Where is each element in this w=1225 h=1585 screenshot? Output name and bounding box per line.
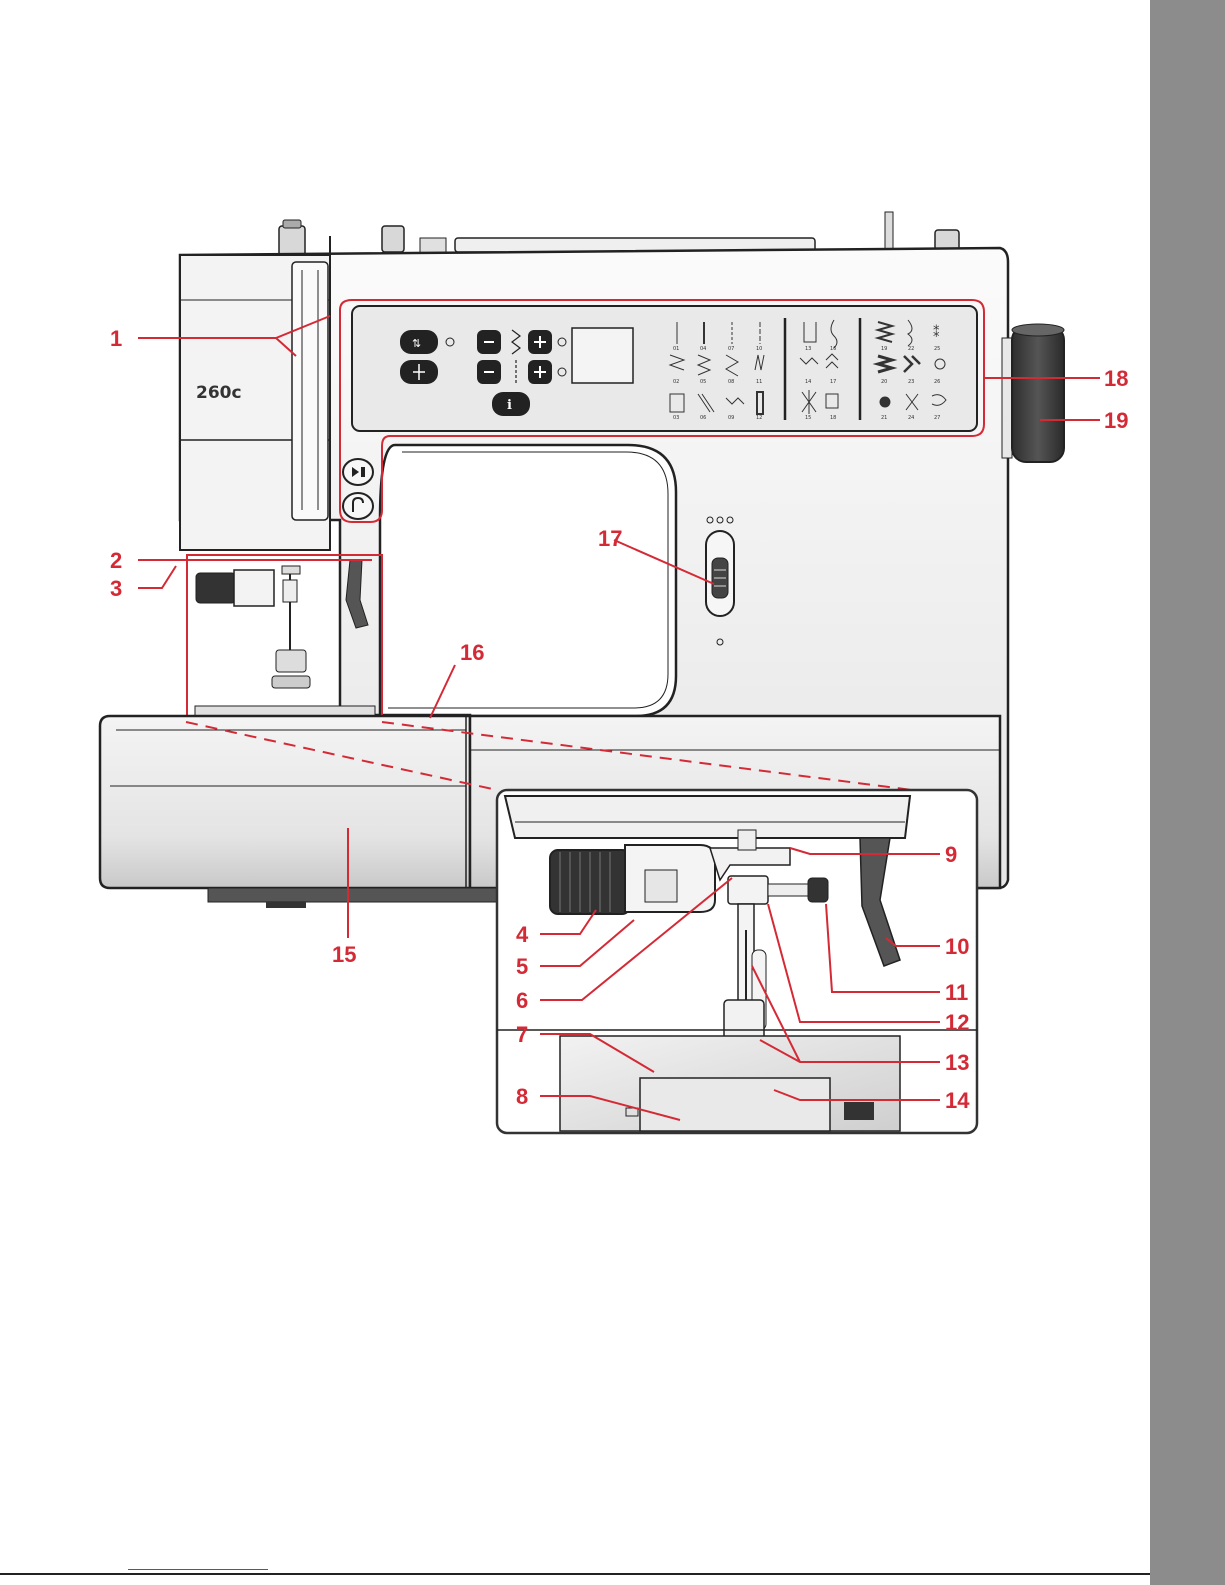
svg-text:27: 27 (934, 415, 940, 421)
callout-11: 11 (945, 980, 968, 1005)
svg-text:22: 22 (908, 346, 914, 352)
zoom-inset (497, 790, 977, 1133)
needle-up-down-button[interactable]: ⇅ (400, 330, 438, 354)
callout-7: 7 (516, 1022, 528, 1047)
start-stop-button[interactable] (343, 459, 373, 485)
svg-text:14: 14 (805, 379, 811, 385)
svg-text:21: 21 (881, 415, 887, 421)
svg-text:15: 15 (805, 415, 811, 421)
sewing-machine-diagram: 260c ⇅ (0, 0, 1150, 1585)
svg-text:23: 23 (908, 379, 914, 385)
stitch-length-plus-button[interactable] (528, 360, 552, 384)
svg-text:03: 03 (673, 415, 679, 421)
svg-text:10: 10 (756, 346, 762, 352)
svg-text:06: 06 (700, 415, 706, 421)
svg-text:07: 07 (728, 346, 734, 352)
svg-text:02: 02 (673, 379, 679, 385)
callout-4: 4 (516, 922, 529, 947)
callout-10: 10 (945, 934, 969, 959)
svg-text:05: 05 (700, 379, 706, 385)
svg-text:i: i (507, 398, 512, 413)
callout-9: 9 (945, 842, 957, 867)
stitch-width-plus-button[interactable] (528, 330, 552, 354)
svg-text:18: 18 (830, 415, 836, 421)
svg-text:24: 24 (908, 415, 914, 421)
tie-off-button[interactable] (400, 360, 438, 384)
callout-18: 18 (1104, 366, 1128, 391)
svg-text:11: 11 (756, 379, 762, 385)
callout-6: 6 (516, 988, 528, 1013)
callout-17: 17 (598, 526, 622, 551)
svg-text:26: 26 (934, 379, 940, 385)
svg-text:⇅: ⇅ (412, 337, 421, 350)
svg-text:19: 19 (881, 346, 887, 352)
callout-5: 5 (516, 954, 528, 979)
svg-text:08: 08 (728, 379, 734, 385)
needle-clamp-screw[interactable] (808, 878, 828, 902)
callout-12: 12 (945, 1010, 969, 1035)
callout-8: 8 (516, 1084, 528, 1109)
callout-19: 19 (1104, 408, 1128, 433)
stitch-length-minus-button[interactable] (477, 360, 501, 384)
stitch-display (572, 328, 633, 383)
callout-1: 1 (110, 326, 122, 351)
callout-13: 13 (945, 1050, 969, 1075)
svg-text:04: 04 (700, 346, 706, 352)
svg-text:13: 13 (805, 346, 811, 352)
stitch-width-minus-button[interactable] (477, 330, 501, 354)
footer-rule (0, 1573, 1150, 1575)
callout-3: 3 (110, 576, 122, 601)
svg-text:12: 12 (756, 415, 762, 421)
callout-14: 14 (945, 1088, 970, 1113)
callout-16: 16 (460, 640, 484, 665)
svg-text:17: 17 (830, 379, 836, 385)
callout-15: 15 (332, 942, 356, 967)
svg-text:09: 09 (728, 415, 734, 421)
sidebar-tab (1150, 0, 1225, 1585)
svg-text:⁑: ⁑ (933, 325, 940, 341)
bobbin-cover[interactable] (640, 1078, 830, 1131)
svg-text:25: 25 (934, 346, 940, 352)
footer-link-underline (128, 1569, 268, 1570)
callout-2: 2 (110, 548, 122, 573)
info-button[interactable]: i (492, 392, 530, 416)
handwheel[interactable] (1002, 324, 1064, 462)
svg-text:16: 16 (830, 346, 836, 352)
reverse-button[interactable] (343, 493, 373, 519)
model-label: 260c (196, 383, 242, 403)
svg-text:20: 20 (881, 379, 887, 385)
control-panel: ⇅ i (352, 306, 977, 431)
svg-text:01: 01 (673, 346, 679, 352)
